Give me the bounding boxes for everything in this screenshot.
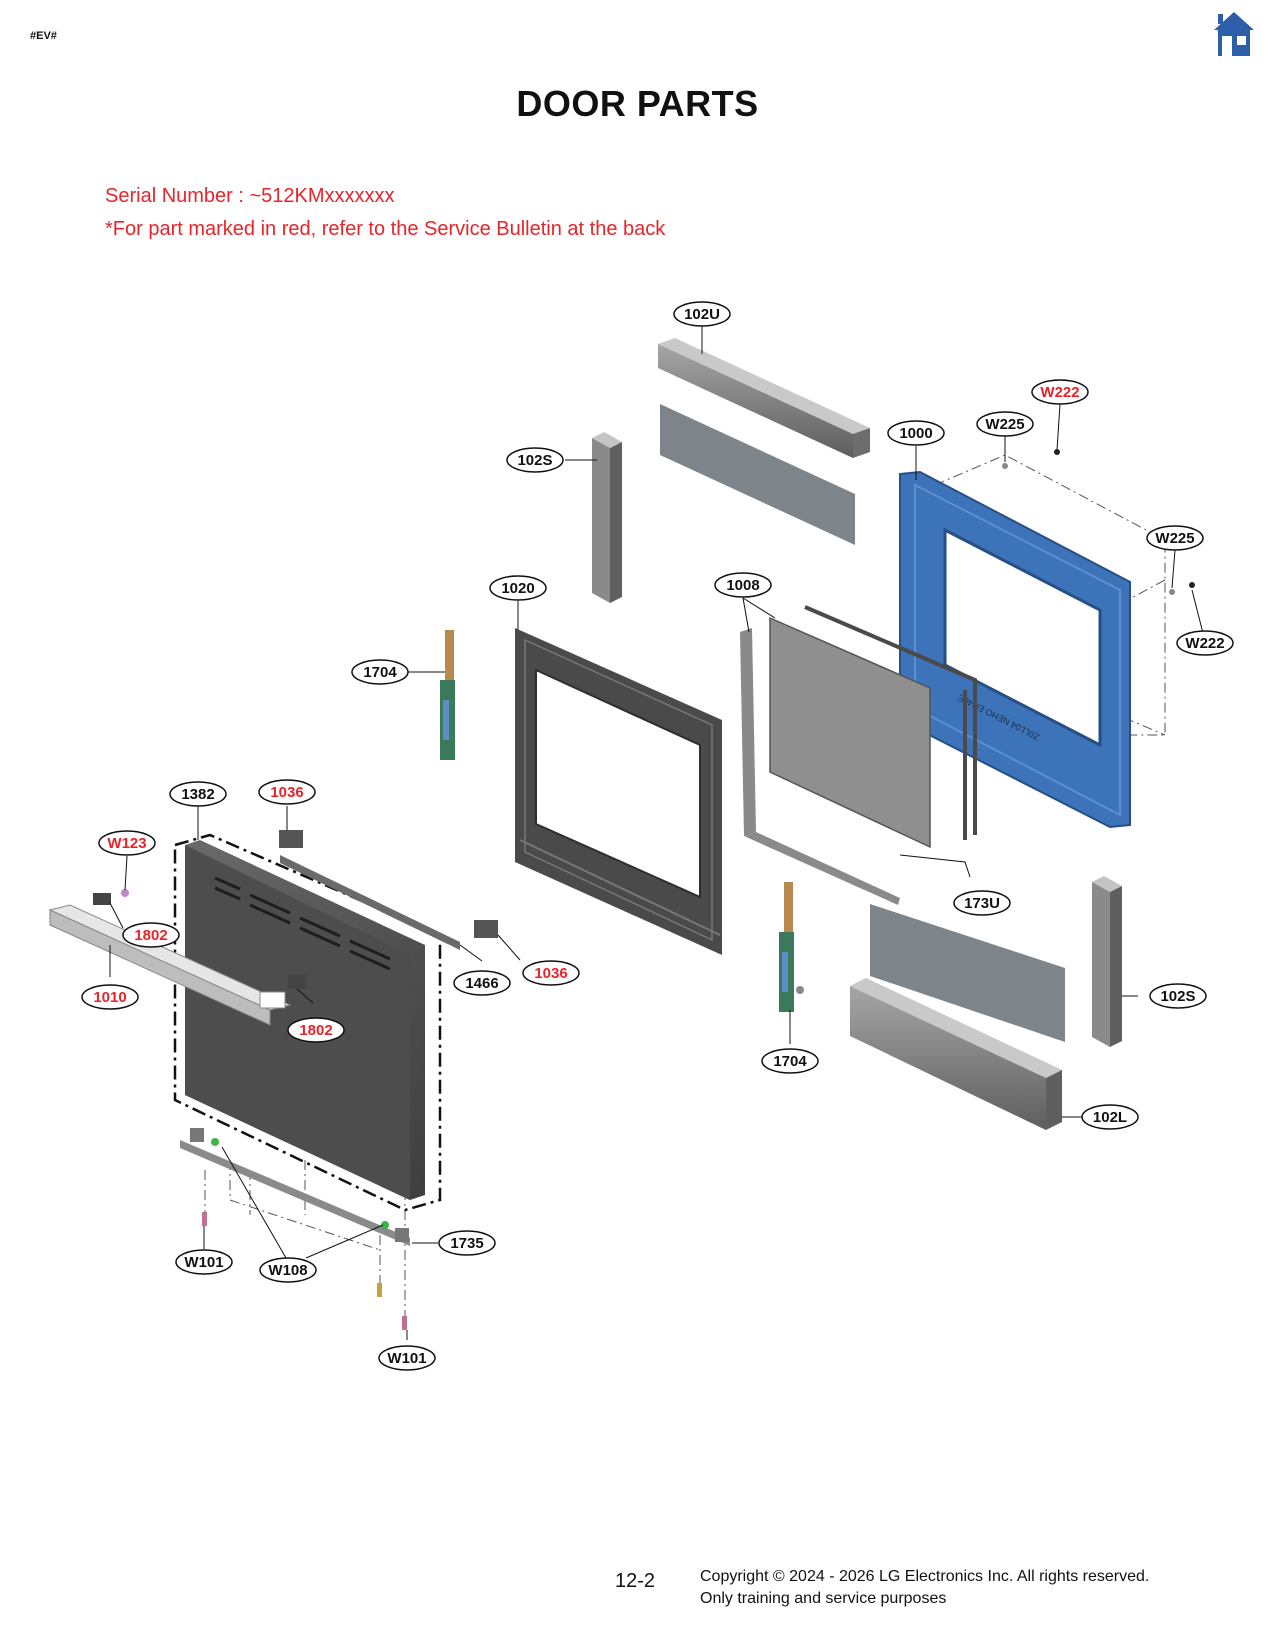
callout-W123[interactable]: W123 <box>98 830 156 856</box>
svg-text:1036: 1036 <box>534 965 567 982</box>
callout-173U[interactable]: 173U <box>953 890 1011 916</box>
svg-text:1466: 1466 <box>465 975 498 992</box>
part-gasket-lower <box>870 904 1065 1042</box>
screw-icon <box>202 1212 407 1330</box>
callout-W225-top[interactable]: W225 <box>976 411 1034 437</box>
callout-102L[interactable]: 102L <box>1081 1104 1139 1130</box>
callout-1036-upper[interactable]: 1036 <box>258 779 316 805</box>
callout-102S-lower[interactable]: 102S <box>1149 983 1207 1009</box>
svg-text:1036: 1036 <box>270 784 303 801</box>
home-icon[interactable] <box>1212 10 1256 58</box>
svg-text:W222: W222 <box>1040 384 1079 401</box>
svg-text:W225: W225 <box>1155 530 1194 547</box>
svg-text:1010: 1010 <box>93 989 126 1006</box>
svg-text:W225: W225 <box>985 416 1024 433</box>
callout-1704-lower[interactable]: 1704 <box>761 1048 819 1074</box>
callout-1802-left[interactable]: 1802 <box>122 922 180 948</box>
part-1704-hinge-lower <box>779 882 804 1012</box>
part-1020-inner-frame <box>515 628 722 955</box>
page-number: 12-2 <box>615 1570 656 1592</box>
callout-1704-upper[interactable]: 1704 <box>351 659 409 685</box>
svg-text:102L: 102L <box>1093 1109 1127 1126</box>
svg-text:102S: 102S <box>517 452 552 469</box>
callout-1036-lower[interactable]: 1036 <box>522 960 580 986</box>
page-code: #EV# <box>30 30 57 42</box>
svg-text:1704: 1704 <box>363 664 397 681</box>
leader-lines <box>109 326 1206 1340</box>
part-1008-glass <box>740 616 931 905</box>
screw-icon <box>1002 449 1195 595</box>
screw-icon <box>121 889 129 897</box>
callout-1008[interactable]: 1008 <box>714 572 772 598</box>
callout-W222-top[interactable]: W222 <box>1031 379 1089 405</box>
callout-1010[interactable]: 1010 <box>81 984 139 1010</box>
svg-text:1020: 1020 <box>501 580 534 597</box>
part-102L-trim-bottom <box>850 978 1062 1130</box>
part-1802-bracket-center <box>288 975 306 989</box>
callout-1802-center[interactable]: 1802 <box>287 1017 345 1043</box>
callout-W225-right[interactable]: W225 <box>1146 525 1204 551</box>
part-102S-side-left <box>592 432 622 603</box>
serial-note: Serial Number : ~512KMxxxxxxx <box>105 185 395 207</box>
part-1466-strip <box>280 855 460 950</box>
callout-W101-left[interactable]: W101 <box>175 1249 233 1275</box>
part-1382-door-outline <box>173 833 442 1212</box>
svg-text:W222: W222 <box>1185 635 1224 652</box>
copyright-line-2: Only training and service purposes <box>700 1590 947 1607</box>
copyright-line-1: Copyright © 2024 - 2026 LG Electronics I… <box>700 1568 1150 1585</box>
callout-W108[interactable]: W108 <box>259 1257 317 1283</box>
svg-text:1802: 1802 <box>134 927 167 944</box>
callout-1466[interactable]: 1466 <box>453 970 511 996</box>
svg-text:102U: 102U <box>684 306 720 323</box>
callout-102U[interactable]: 102U <box>673 301 731 327</box>
page-title: DOOR PARTS <box>516 83 759 124</box>
part-1010-handle <box>48 904 292 1026</box>
svg-text:1735: 1735 <box>450 1235 483 1252</box>
svg-text:W101: W101 <box>184 1254 223 1271</box>
callout-1020[interactable]: 1020 <box>489 575 547 601</box>
part-1000-outer-frame: Z0LL04 NEHO ER40E <box>899 470 1131 829</box>
service-bulletin-note: *For part marked in red, refer to the Se… <box>105 218 666 240</box>
svg-text:1000: 1000 <box>899 425 932 442</box>
svg-text:1008: 1008 <box>726 577 759 594</box>
part-1036-pad-upper <box>279 830 303 848</box>
svg-text:173U: 173U <box>964 895 1000 912</box>
callout-102S-upper[interactable]: 102S <box>506 447 564 473</box>
part-102S-side-right <box>1092 876 1122 1047</box>
part-1036-pad-lower <box>474 920 498 938</box>
callout-W101-bottom[interactable]: W101 <box>378 1345 436 1371</box>
part-gasket-upper <box>660 404 855 545</box>
part-1704-hinge-upper <box>440 630 455 760</box>
svg-text:1802: 1802 <box>299 1022 332 1039</box>
svg-text:1704: 1704 <box>773 1053 807 1070</box>
part-102U-trim-top <box>658 338 870 458</box>
callout-W222-right[interactable]: W222 <box>1176 630 1234 656</box>
svg-text:1382: 1382 <box>181 786 214 803</box>
callout-1735[interactable]: 1735 <box>438 1230 496 1256</box>
part-1735-bracket <box>180 1128 410 1246</box>
svg-text:W101: W101 <box>387 1350 426 1367</box>
copyright: Copyright © 2024 - 2026 LG Electronics I… <box>700 1566 1149 1610</box>
callout-1000[interactable]: 1000 <box>887 420 945 446</box>
part-1802-bracket <box>93 893 111 905</box>
part-173U-seal <box>804 605 977 840</box>
callout-1382[interactable]: 1382 <box>169 781 227 807</box>
svg-text:W123: W123 <box>107 835 146 852</box>
svg-text:W108: W108 <box>268 1262 307 1279</box>
svg-text:102S: 102S <box>1160 988 1195 1005</box>
